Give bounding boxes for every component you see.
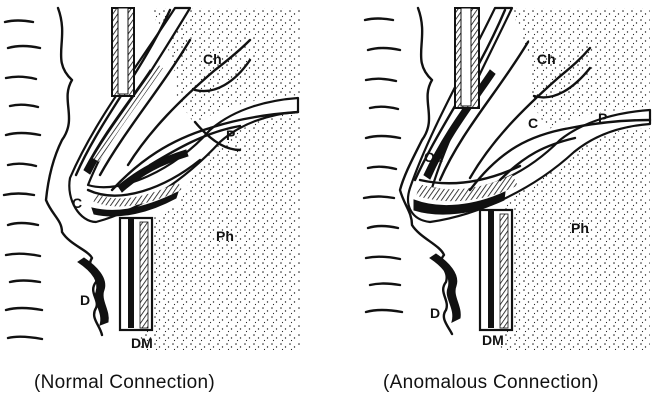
label-dm: DM [482, 332, 504, 348]
label-d: D [430, 305, 440, 321]
label-ph: Ph [216, 228, 234, 244]
label-c: C [72, 195, 82, 211]
label-ph: Ph [571, 220, 589, 236]
label-dm: DM [131, 335, 153, 351]
panel-anomalous-connection: Ch P C Od Ph D DM (Anomalous Connection) [364, 8, 650, 393]
label-ch: Ch [537, 51, 556, 67]
label-ch: Ch [203, 51, 222, 67]
label-d: D [80, 292, 90, 308]
label-c: C [528, 115, 538, 131]
label-p: P [598, 110, 607, 126]
label-p: P [226, 127, 235, 143]
skin-contour-lines [364, 19, 402, 313]
caption-anomalous-connection: (Anomalous Connection) [383, 372, 599, 393]
label-od: Od [424, 149, 443, 165]
skin-contour-lines [4, 21, 42, 340]
caption-normal-connection: (Normal Connection) [34, 372, 215, 393]
panel-normal-connection: Ch P C Ph D DM (Normal Connection) [4, 8, 300, 393]
